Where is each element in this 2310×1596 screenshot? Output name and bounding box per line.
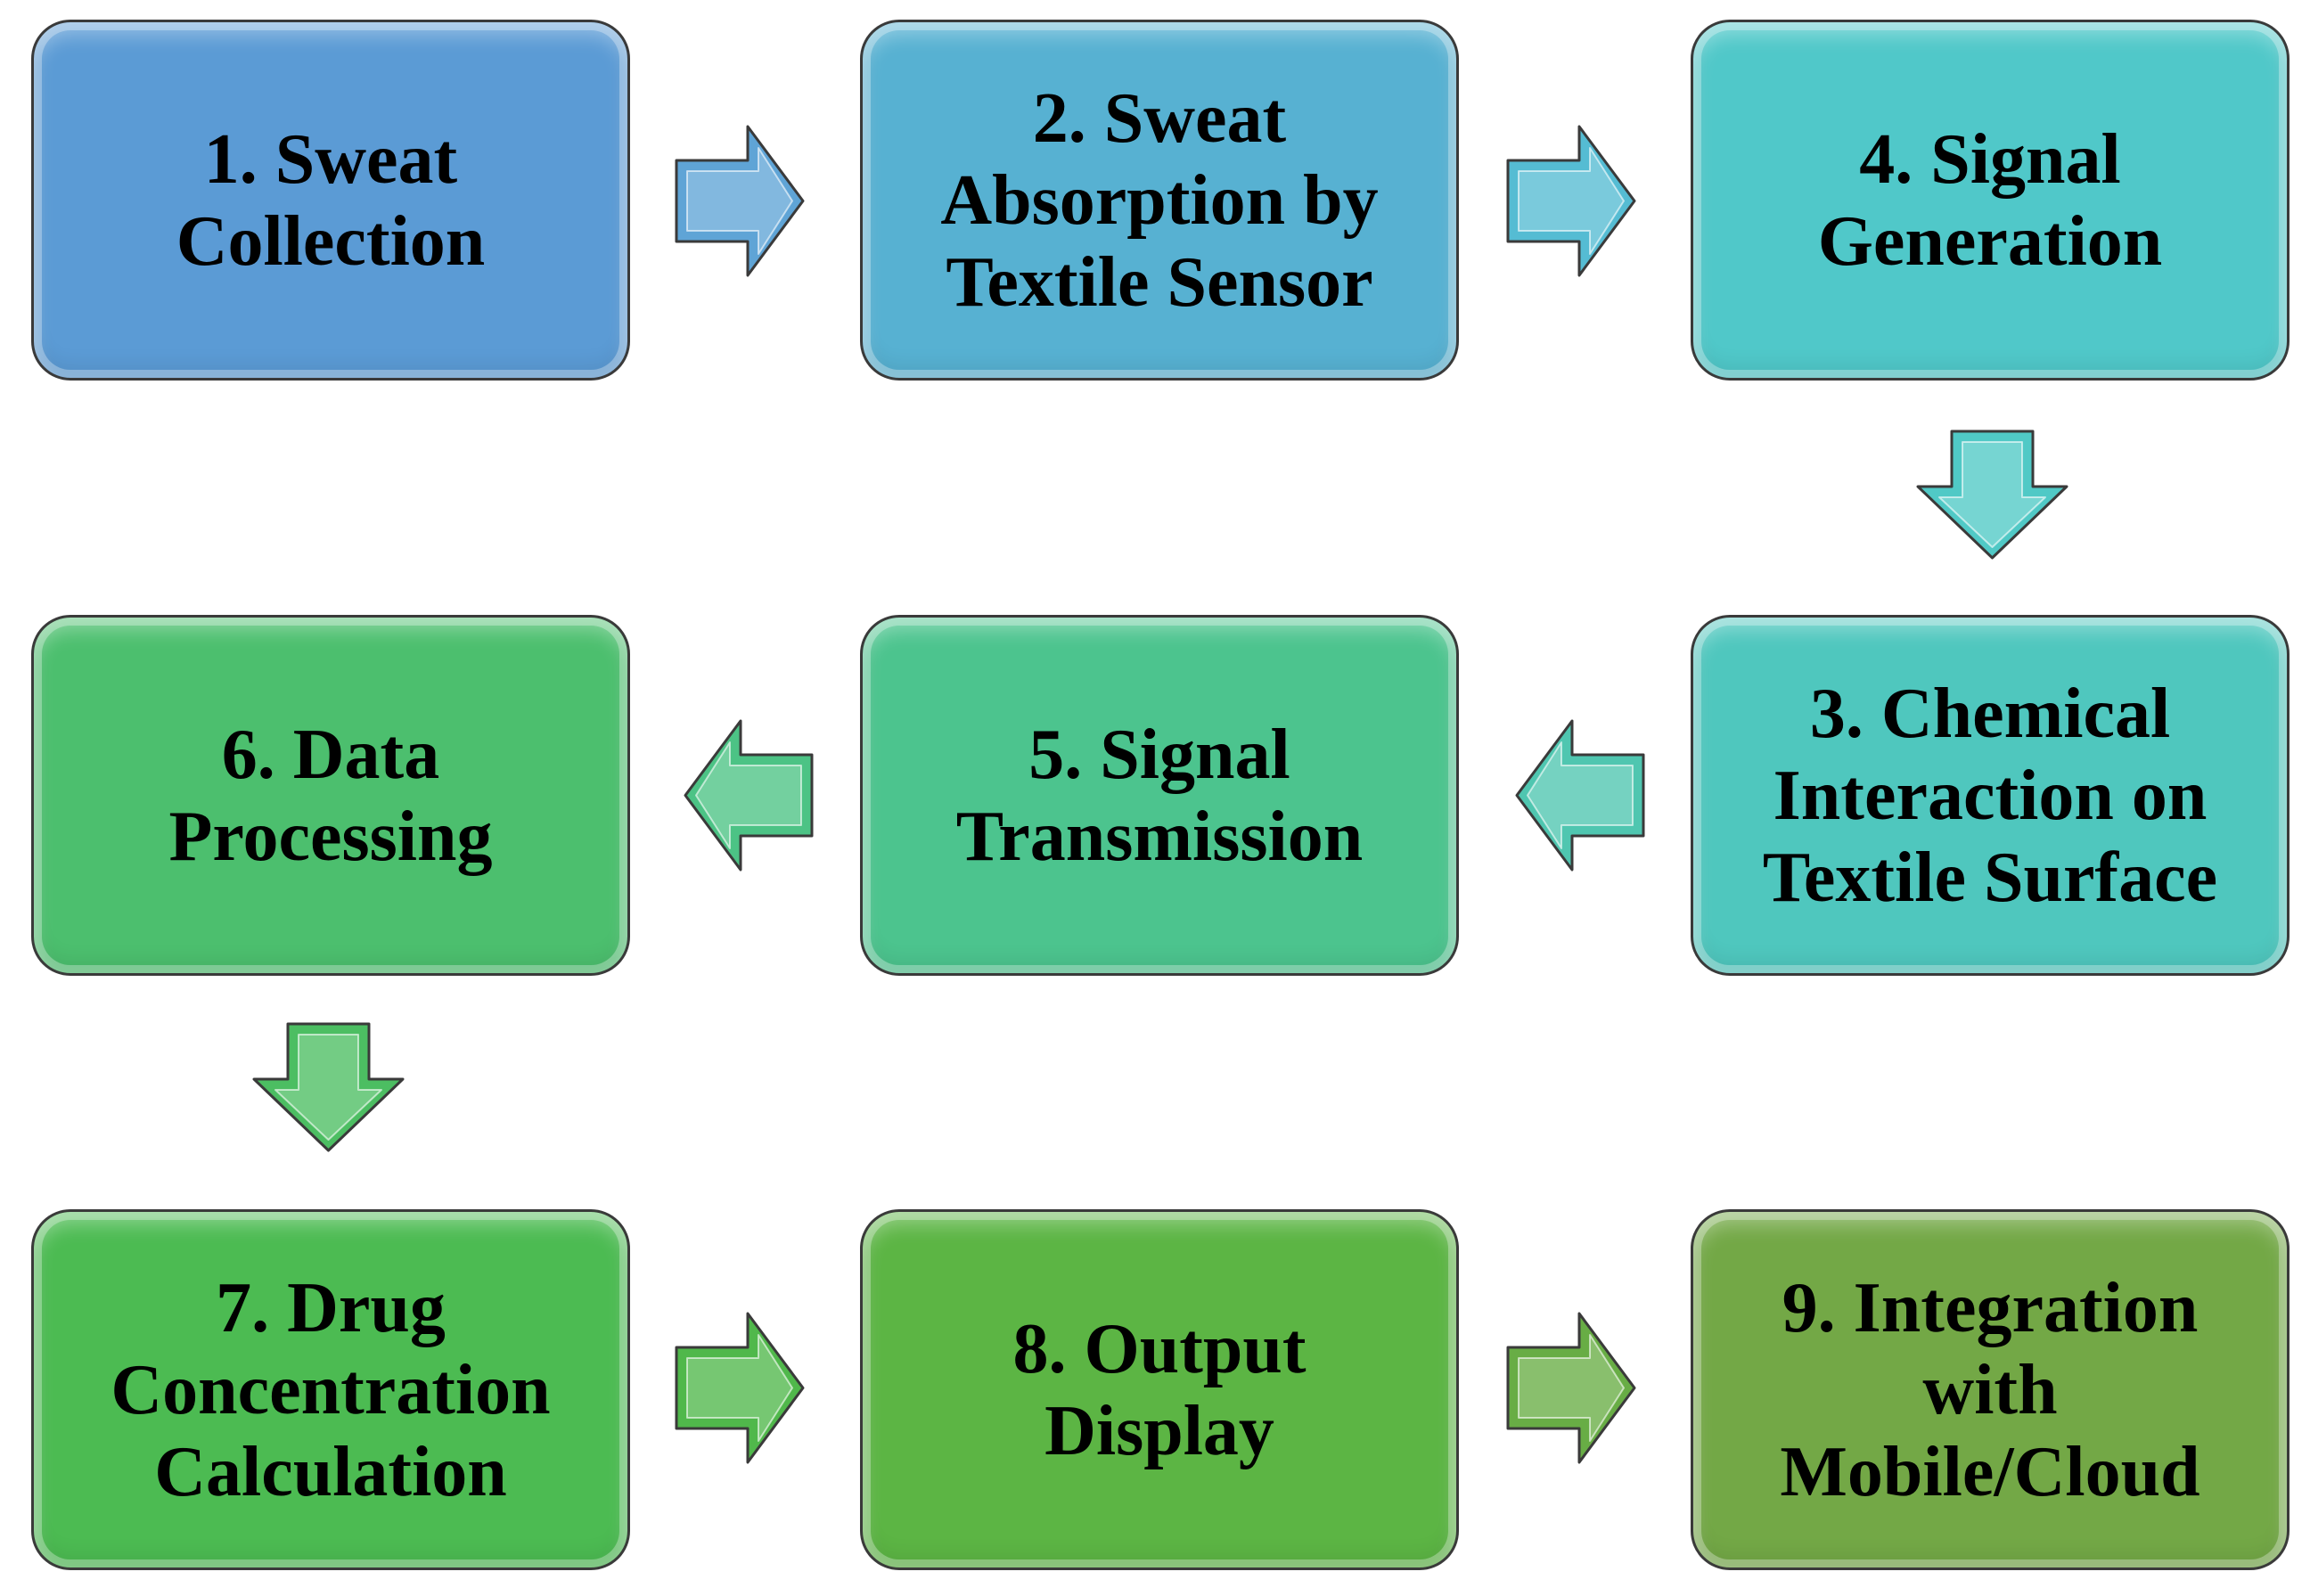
step-5-box: 5. Signal Transmission [860,615,1459,976]
arrow-down-icon [250,1020,406,1154]
step-2-box: 2. Sweat Absorption by Textile Sensor [860,20,1459,381]
step-7-box: 7. Drug Concentration Calculation [31,1209,630,1570]
arrow-left-icon [1513,717,1647,873]
step-3-label: 3. Chemical Interaction on Textile Surfa… [1762,674,2218,917]
step-9-box: 9. Integration with Mobile/Cloud [1691,1209,2290,1570]
step-3-box: 3. Chemical Interaction on Textile Surfa… [1691,615,2290,976]
step-5-label: 5. Signal Transmission [955,715,1364,876]
step-7-label: 7. Drug Concentration Calculation [111,1268,551,1511]
step-8-box: 8. Output Display [860,1209,1459,1570]
step-4-label: 4. Signal Generation [1817,119,2163,281]
step-2-label: 2. Sweat Absorption by Textile Sensor [940,78,1379,322]
arrow-left-icon [682,717,815,873]
step-1-label: 1. Sweat Collection [176,119,486,281]
step-4-box: 4. Signal Generation [1691,20,2290,381]
arrow-down-icon [1914,428,2070,561]
arrow-right-icon [673,123,807,279]
step-6-label: 6. Data Processing [168,715,493,876]
arrow-right-icon [1504,123,1638,279]
step-8-label: 8. Output Display [1012,1309,1307,1470]
arrow-right-icon [673,1310,807,1466]
step-1-box: 1. Sweat Collection [31,20,630,381]
arrow-right-icon [1504,1310,1638,1466]
step-6-box: 6. Data Processing [31,615,630,976]
step-9-label: 9. Integration with Mobile/Cloud [1780,1268,2200,1511]
